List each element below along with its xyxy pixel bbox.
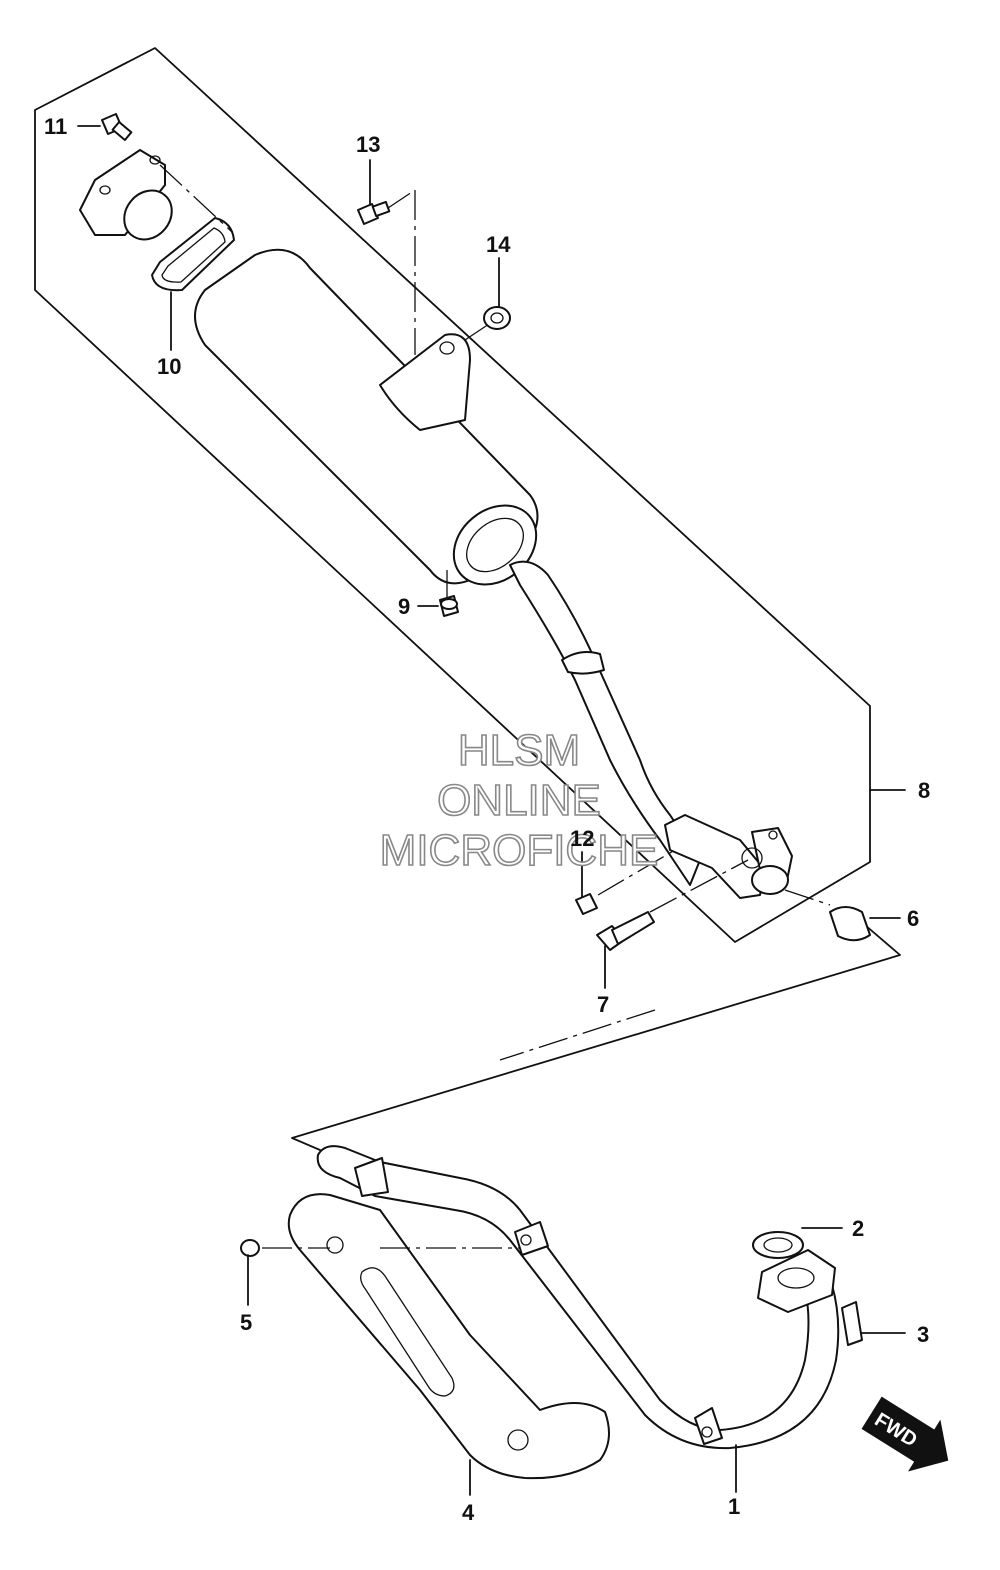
bolt-3 (841, 1301, 863, 1346)
callout-14: 14 (486, 232, 511, 257)
callout-10: 10 (157, 354, 181, 379)
callout-2: 2 (852, 1216, 864, 1241)
callout-8: 8 (918, 778, 930, 803)
fwd-direction-badge: FWD (861, 1396, 949, 1472)
watermark-line-2: ONLINE (437, 776, 601, 825)
pipe-assembly-boundary (291, 924, 901, 1151)
callout-13: 13 (356, 132, 380, 157)
callout-4: 4 (462, 1500, 475, 1525)
fwd-arrow-icon (861, 1396, 949, 1472)
heat-shield (287, 1193, 610, 1480)
assembly-line-12 (597, 849, 676, 896)
assembly-line-7 (649, 859, 749, 913)
bolt-7 (596, 911, 655, 951)
muffler (79, 149, 539, 586)
callout-11: 11 (44, 114, 67, 139)
bolt-11 (101, 113, 133, 141)
callout-5: 5 (240, 1310, 252, 1335)
callout-9: 9 (398, 594, 410, 619)
callout-7: 7 (597, 992, 609, 1017)
nut-14 (483, 306, 511, 330)
muffler-assembly-boundary (34, 47, 871, 943)
assembly-line-joint (499, 1009, 656, 1061)
bolt-13 (357, 200, 391, 225)
bolt-12 (575, 893, 598, 915)
watermark-line-3: MICROFICHE (380, 826, 659, 875)
screw-5 (240, 1239, 260, 1257)
callout-12: 12 (570, 826, 594, 851)
bolt-9 (439, 595, 459, 617)
bushing-6 (829, 906, 871, 942)
assembly-line-11 (159, 164, 233, 233)
assembly-line-6 (784, 889, 831, 906)
gasket-2 (752, 1231, 804, 1259)
callout-3: 3 (917, 1322, 929, 1347)
mid-pipe (509, 560, 793, 899)
watermark-line-1: HLSM (458, 726, 580, 775)
watermark: HLSM ONLINE MICROFICHE (379, 725, 659, 876)
exhaust-pipe (316, 1145, 840, 1450)
callout-6: 6 (907, 906, 919, 931)
assembly-line-13 (384, 189, 416, 211)
callout-1: 1 (728, 1494, 740, 1519)
